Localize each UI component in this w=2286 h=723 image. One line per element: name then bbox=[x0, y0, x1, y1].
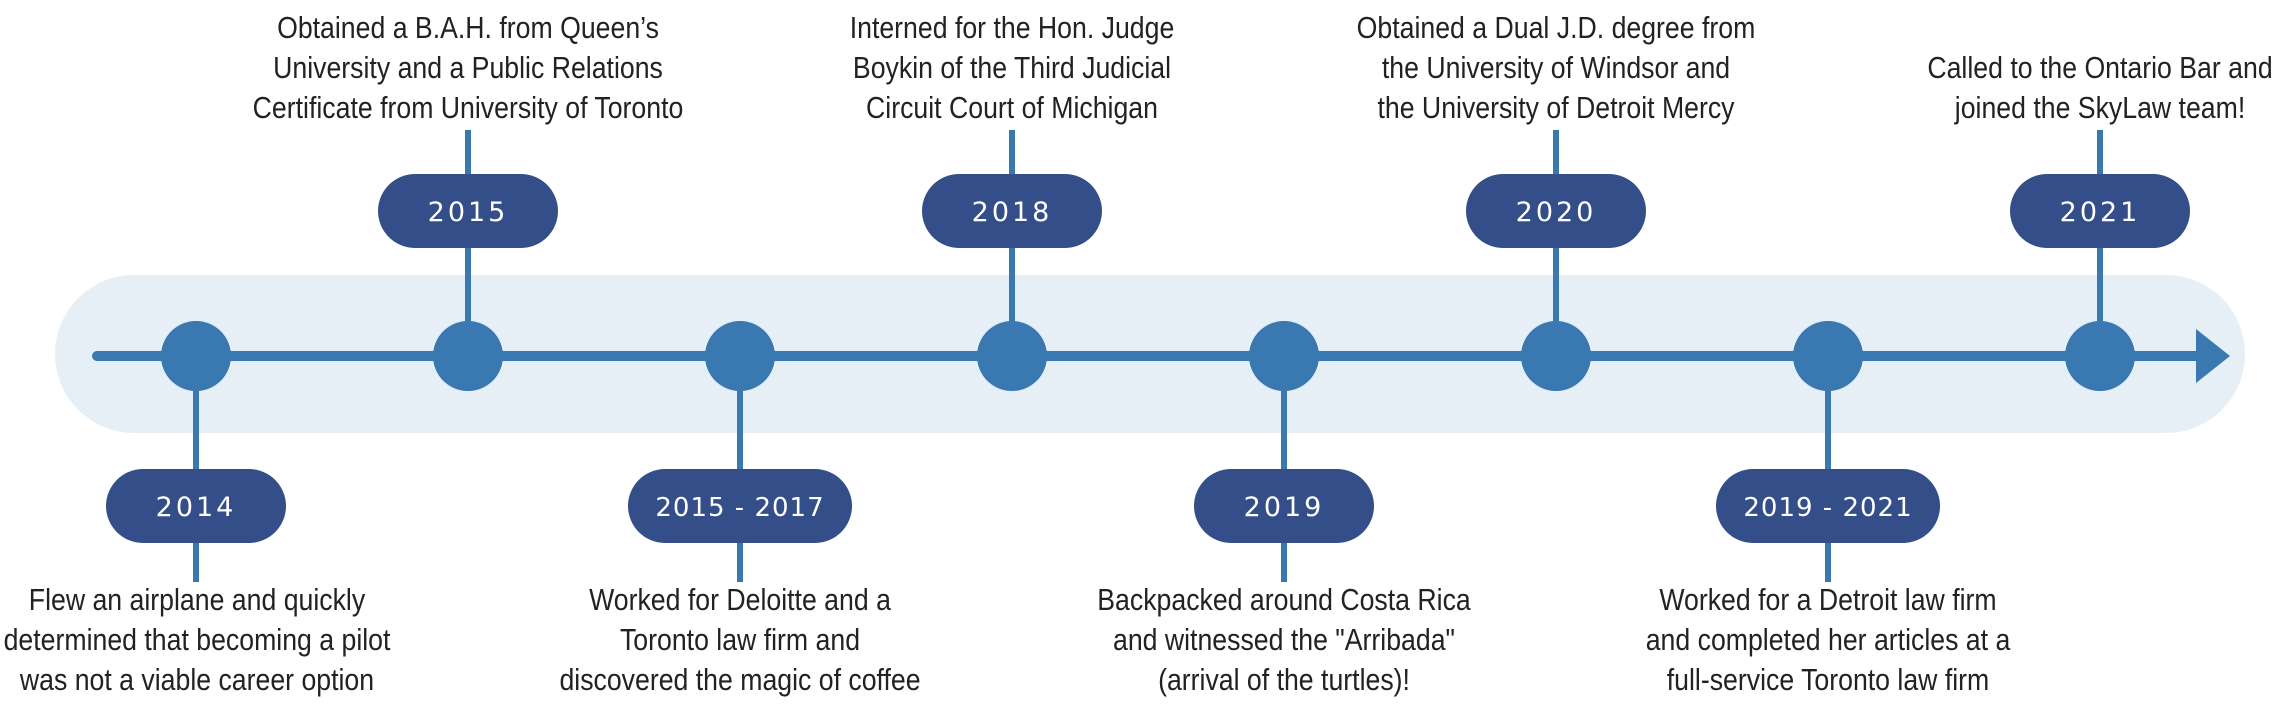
description-line: Interned for the Hon. Judge bbox=[849, 10, 1175, 45]
description-line: joined the SkyLaw team! bbox=[1954, 90, 2246, 125]
year-label: 2015 - 2017 bbox=[655, 493, 824, 523]
event-description: Backpacked around Costa Rica and witnesse… bbox=[1097, 580, 1470, 700]
description-line: Called to the Ontario Bar and bbox=[1927, 50, 2273, 85]
timeline-node bbox=[161, 321, 231, 391]
timeline-node bbox=[705, 321, 775, 391]
year-label: 2018 bbox=[972, 197, 1053, 228]
description-line: University and a Public Relations bbox=[273, 50, 663, 85]
event-description: Obtained a Dual J.D. degree from the Univ… bbox=[1357, 8, 1756, 128]
event-e2015: 2015 bbox=[378, 130, 558, 391]
event-e2014: 2014 bbox=[106, 321, 286, 582]
event-description: Called to the Ontario Bar and joined the … bbox=[1927, 48, 2272, 128]
description-line: Worked for Deloitte and a bbox=[589, 582, 891, 617]
year-pill bbox=[2010, 174, 2190, 248]
description-line: Obtained a B.A.H. from Queen’s bbox=[277, 10, 659, 45]
description-line: Flew an airplane and quickly bbox=[29, 582, 366, 617]
description-line: Worked for a Detroit law firm bbox=[1659, 582, 1997, 617]
event-e2018: 2018 bbox=[922, 130, 1102, 391]
description-line: Boykin of the Third Judicial bbox=[852, 50, 1172, 85]
year-label: 2019 - 2021 bbox=[1743, 493, 1912, 523]
event-e2019-2021: 2019 - 2021 bbox=[1716, 321, 1940, 582]
year-pill bbox=[378, 174, 558, 248]
description-line: (arrival of the turtles)! bbox=[1158, 662, 1410, 697]
description-line: determined that becoming a pilot bbox=[3, 622, 391, 657]
description-line: the University of Detroit Mercy bbox=[1377, 90, 1735, 125]
year-pill bbox=[922, 174, 1102, 248]
event-description: Worked for a Detroit law firm and complet… bbox=[1646, 580, 2011, 700]
year-label: 2021 bbox=[2060, 197, 2141, 228]
event-e2019: 2019 bbox=[1194, 321, 1374, 582]
description-line: was not a viable career option bbox=[20, 662, 375, 697]
description-line: and completed her articles at a bbox=[1645, 622, 2011, 657]
timeline-node bbox=[433, 321, 503, 391]
year-label: 2019 bbox=[1244, 492, 1325, 523]
year-label: 2015 bbox=[428, 197, 509, 228]
year-pill bbox=[1716, 469, 1940, 543]
description-line: Backpacked around Costa Rica bbox=[1097, 582, 1471, 617]
description-line: Obtained a Dual J.D. degree from bbox=[1356, 10, 1756, 45]
timeline-arrowhead bbox=[2196, 329, 2230, 383]
year-label: 2020 bbox=[1516, 197, 1597, 228]
description-line: and witnessed the "Arribada" bbox=[1112, 622, 1456, 657]
event-description: Worked for Deloitte and a Toronto law fir… bbox=[559, 580, 920, 700]
description-line: the University of Windsor and bbox=[1381, 50, 1731, 85]
event-e2015-2017: 2015 - 2017 bbox=[628, 321, 852, 582]
year-pill bbox=[1466, 174, 1646, 248]
description-line: Certificate from University of Toronto bbox=[252, 90, 684, 125]
description-line: discovered the magic of coffee bbox=[559, 662, 921, 697]
year-label: 2014 bbox=[156, 492, 237, 523]
year-pill bbox=[628, 469, 852, 543]
event-e2020: 2020 bbox=[1466, 130, 1646, 391]
event-description: Flew an airplane and quickly determined t… bbox=[4, 580, 391, 700]
description-line: Toronto law firm and bbox=[619, 622, 861, 657]
timeline-node bbox=[1249, 321, 1319, 391]
event-e2021: 2021 bbox=[2010, 130, 2190, 391]
timeline-node bbox=[1521, 321, 1591, 391]
timeline-node bbox=[2065, 321, 2135, 391]
year-pill bbox=[106, 469, 286, 543]
timeline-node bbox=[977, 321, 1047, 391]
year-pill bbox=[1194, 469, 1374, 543]
description-line: Circuit Court of Michigan bbox=[866, 90, 1158, 125]
timeline-node bbox=[1793, 321, 1863, 391]
description-line: full-service Toronto law firm bbox=[1666, 662, 1990, 697]
